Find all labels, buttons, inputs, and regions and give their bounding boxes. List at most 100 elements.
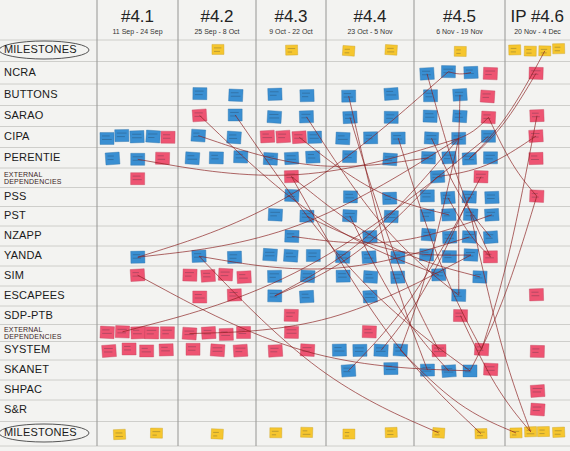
sticky-scribble [270,296,277,297]
sticky-scribble [393,278,400,279]
row-line [0,246,570,247]
dependency-string [488,117,536,196]
sticky-scribble [239,278,248,279]
sticky-scribble [287,155,296,156]
sticky-notes [100,44,565,440]
sticky-scribble [444,215,450,216]
sticky-scribble [133,179,142,180]
row-line [0,126,570,127]
sticky-scribble [302,294,309,295]
sticky-note [210,344,225,357]
sticky-scribble [301,114,310,115]
sticky-scribble [152,431,160,432]
sticky-scribble [345,197,354,198]
row-line [0,421,570,422]
sticky-scribble [426,135,436,136]
sticky-note [485,191,499,204]
row-label: MILESTONES [4,44,77,56]
sticky-scribble [539,433,544,434]
sticky-note [268,88,282,100]
sticky-note [227,289,241,302]
sticky-note [286,45,298,55]
sticky-scribble [355,351,363,352]
sticky-scribble [444,372,453,373]
sticky-scribble [422,255,432,256]
column-header: #4.5 [443,8,476,26]
sticky-note [539,46,551,56]
date-range: 11 Sep - 24 Sep [112,28,162,35]
sticky-scribble [483,133,491,134]
sticky-scribble [338,139,348,140]
dependency-string [189,255,470,334]
row-label: S&R [4,404,27,416]
row-label: YANDA [4,250,42,262]
sticky-scribble [532,116,540,117]
sticky-scribble [229,296,236,297]
sticky-note [441,191,456,204]
sticky-scribble [422,371,431,372]
sticky-note [237,271,252,284]
sticky-note [263,248,278,261]
sticky-scribble [486,155,495,156]
sticky-scribble [302,297,310,298]
dependency-string [292,215,492,243]
sticky-scribble [102,135,110,136]
row-label: MILESTONES [4,427,77,439]
row-line [0,380,570,381]
sticky-scribble [287,329,297,330]
sticky-note [268,344,283,357]
sticky-note [146,130,161,143]
sticky-scribble [231,92,239,93]
sticky-scribble [102,329,109,330]
sticky-scribble [334,351,344,352]
sticky-scribble [187,159,197,160]
sticky-scribble [270,91,279,92]
sticky-scribble [531,159,539,160]
sticky-scribble [308,154,314,155]
dependency-string [471,215,531,432]
sticky-note [267,111,282,124]
sticky-scribble [366,274,373,275]
row-label: SHPAC [4,384,42,396]
sticky-scribble [532,352,538,353]
row-line [0,61,570,62]
sticky-scribble [531,292,538,293]
sticky-scribble [475,277,482,278]
sticky-scribble [364,332,372,333]
column-header: #4.3 [274,8,307,26]
sticky-scribble [270,351,277,352]
sticky-scribble [203,276,211,277]
row-line [0,40,570,41]
sticky-scribble [163,138,170,139]
sticky-scribble [485,74,491,75]
sticky-scribble [221,272,230,273]
sticky-scribble [239,333,247,334]
row-line [0,286,570,287]
sticky-note [552,427,564,437]
sticky-scribble [531,133,540,134]
sticky-note [229,89,244,102]
sticky-note [423,110,437,122]
sticky-note [211,429,223,440]
sticky-scribble [456,49,460,50]
sticky-scribble [443,69,453,70]
sticky-scribble [236,157,245,158]
sticky-note [362,326,376,338]
row-label: SKANET [4,364,49,376]
sticky-scribble [184,331,194,332]
sticky-scribble [366,277,374,278]
sticky-scribble [102,333,112,334]
date-range: 9 Oct - 22 Oct [269,28,313,35]
sticky-scribble [444,212,450,213]
sticky-scribble [287,233,294,234]
row-label: PERENTIE [4,152,61,164]
sticky-scribble [262,134,268,135]
sticky-scribble [270,95,277,96]
sticky-scribble [385,199,391,200]
sticky-note [343,111,358,124]
dependency-string [122,136,488,332]
sticky-scribble [486,158,493,159]
sticky-scribble [239,330,245,331]
sticky-scribble [387,430,393,431]
